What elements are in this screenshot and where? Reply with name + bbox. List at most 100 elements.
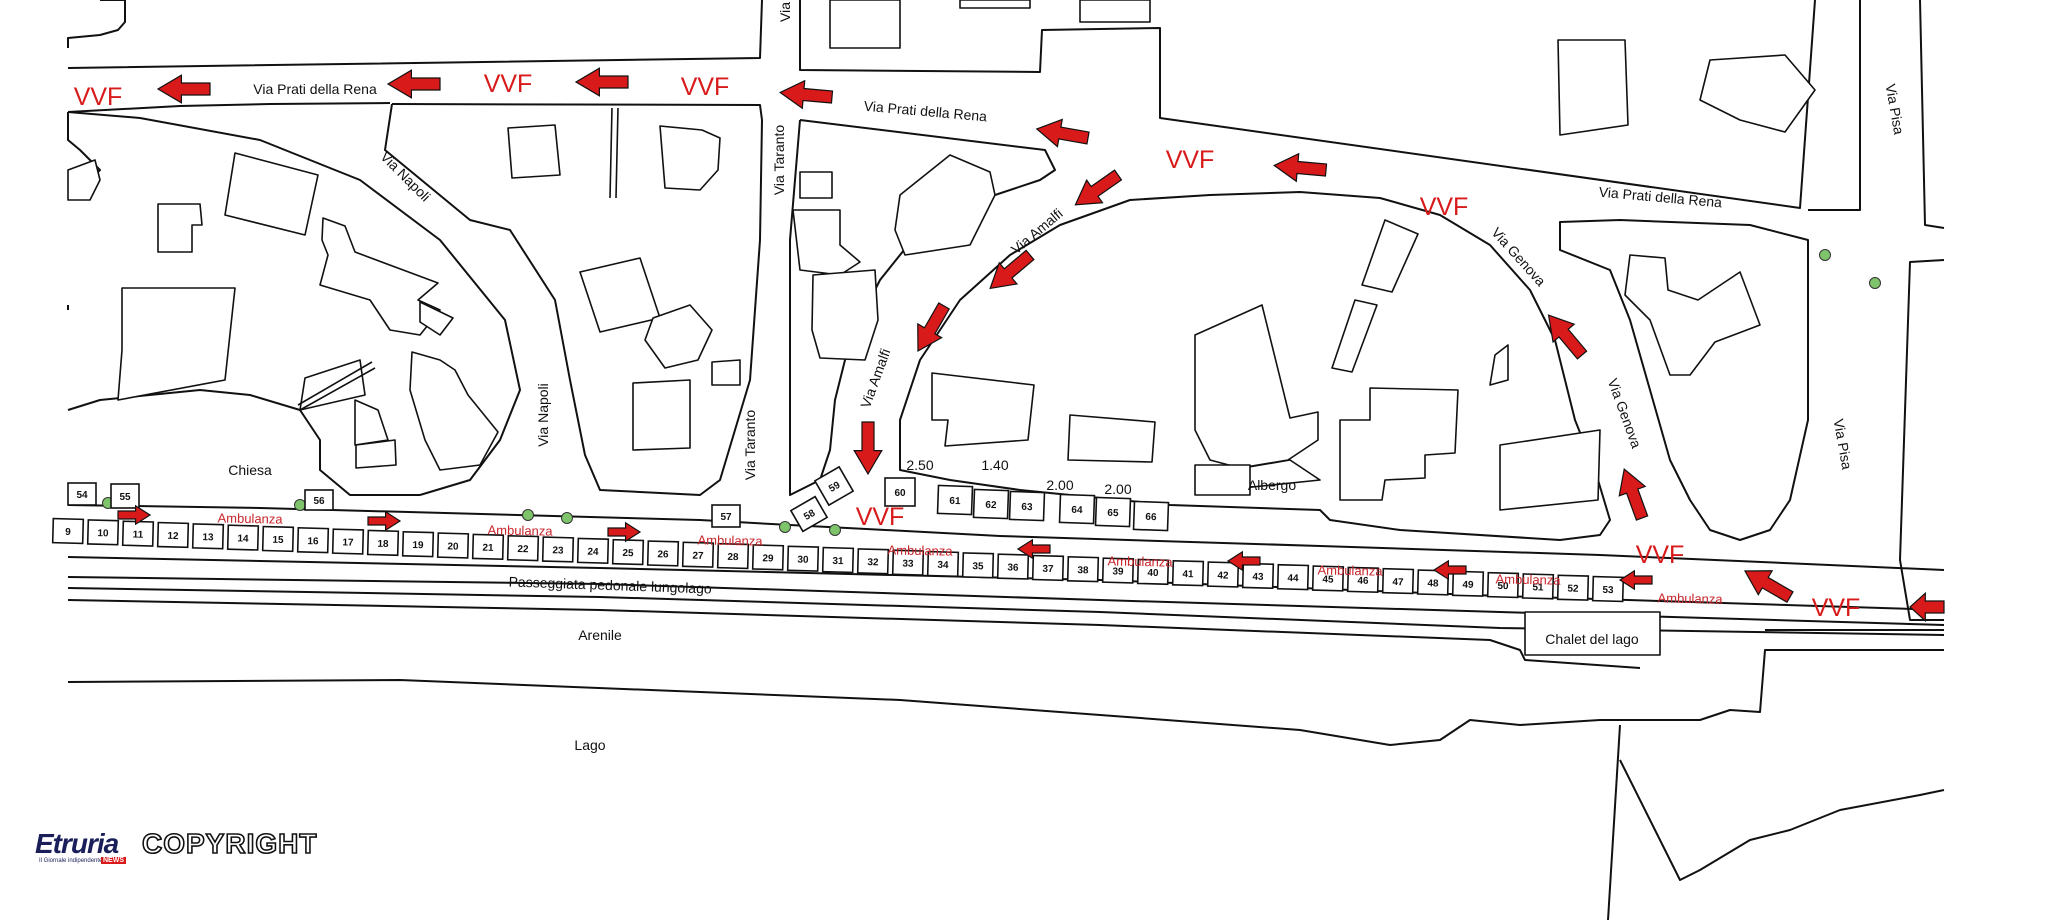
tree-icon	[294, 499, 306, 511]
stall-number: 19	[412, 540, 424, 551]
stall-64: 64	[1058, 493, 1096, 525]
arrow-amb-5	[1226, 550, 1261, 572]
arrow-amb-3	[607, 521, 642, 543]
ambulanza-label-3: Ambulanza	[697, 532, 763, 548]
stall-number: 49	[1462, 580, 1474, 591]
stall-number: 52	[1567, 584, 1579, 595]
vvf-label-2: VVF	[484, 70, 533, 98]
tree-icon	[522, 509, 534, 521]
arrow-vvf-10	[1273, 152, 1328, 183]
stall-number: 62	[985, 500, 997, 511]
street-label-napoli-1: Via Napoli	[377, 148, 433, 204]
stall-44: 44	[1276, 563, 1310, 591]
ambulanza-label-6: Ambulanza	[1317, 562, 1383, 578]
stall-number: 36	[1007, 562, 1019, 573]
stall-54: 54	[67, 482, 97, 506]
tree-icon	[829, 524, 841, 536]
arrow-amb-7	[1618, 569, 1653, 591]
arrow-vvf-13	[1743, 570, 1794, 604]
stall-number: 55	[119, 492, 131, 503]
stall-18: 18	[366, 529, 400, 557]
stall-32: 32	[856, 548, 890, 575]
stall-56: 56	[304, 489, 334, 511]
wall-lines	[297, 107, 619, 411]
street-label-genova-1: Via Genova	[1488, 224, 1549, 289]
stall-26: 26	[646, 540, 680, 567]
place-passeggiata: Passeggiata pedonale lungolago	[508, 573, 712, 596]
stall-number: 54	[76, 490, 88, 501]
stall-number: 66	[1145, 512, 1157, 523]
stall-number: 12	[167, 531, 179, 542]
stall-number: 20	[447, 541, 459, 552]
stall-number: 32	[867, 557, 879, 568]
stall-34: 34	[926, 550, 960, 578]
logo: Etruria Il Giornale indipendente NEWS CO…	[35, 827, 355, 868]
street-label-prati-1: Via Prati della Rena	[253, 81, 377, 97]
stall-number: 46	[1357, 576, 1369, 587]
stall-37: 37	[1031, 554, 1065, 582]
tree-icon	[561, 512, 573, 524]
stall-15: 15	[261, 525, 295, 553]
arrow-amb-1	[117, 504, 152, 526]
stall-number: 56	[313, 496, 325, 507]
stall-45: 45	[1311, 565, 1345, 592]
street-label-napoli-2: Via Napoli	[535, 383, 551, 447]
ambulanza-label-4: Ambulanza	[887, 542, 953, 558]
stall-number: 16	[307, 536, 319, 547]
logo-name: Etruria	[35, 828, 119, 859]
ambulanza-label-8: Ambulanza	[1657, 590, 1723, 606]
stall-47: 47	[1381, 567, 1415, 595]
stall-number: 64	[1071, 505, 1083, 516]
stall-number: 10	[97, 528, 109, 539]
stall-63: 63	[1008, 490, 1046, 522]
stall-number: 42	[1217, 570, 1229, 581]
stall-12: 12	[156, 521, 190, 549]
place-chalet: Chalet del lago	[1545, 631, 1639, 647]
place-arenile: Arenile	[578, 627, 622, 643]
stall-50: 50	[1486, 571, 1520, 599]
stall-41: 41	[1171, 559, 1205, 587]
stall-number: 25	[622, 548, 634, 559]
stall-number: 27	[692, 551, 704, 562]
arrow-vvf-1	[156, 74, 211, 104]
stall-16: 16	[296, 527, 330, 554]
street-label-pisa-2: Via Pisa	[1831, 418, 1856, 471]
stall-number: 34	[937, 560, 949, 571]
stall-number: 39	[1112, 566, 1124, 577]
stall-number: 60	[894, 488, 906, 499]
measure-label-1: 2.50	[906, 457, 933, 473]
stall-number: 28	[727, 552, 739, 563]
traffic-arrows	[117, 67, 1945, 623]
stall-42: 42	[1206, 561, 1240, 588]
stall-number: 45	[1322, 574, 1334, 585]
arrow-vvf-3	[574, 67, 629, 97]
stall-43: 43	[1241, 562, 1275, 590]
arrow-vvf-14	[1909, 591, 1945, 623]
stall-49: 49	[1451, 570, 1485, 597]
stall-65: 65	[1094, 496, 1132, 528]
stall-13: 13	[191, 523, 225, 550]
stall-58: 58	[789, 495, 829, 533]
stall-number: 41	[1182, 569, 1194, 580]
stall-59: 59	[813, 465, 855, 507]
stall-number: 48	[1427, 578, 1439, 589]
stall-33: 33	[891, 549, 925, 576]
stall-36: 36	[996, 553, 1030, 580]
vvf-label-8: VVF	[1812, 594, 1861, 622]
tree-icon	[779, 521, 791, 533]
arrow-vvf-5	[1035, 118, 1090, 148]
stall-17: 17	[331, 528, 365, 555]
stall-number: 31	[832, 556, 844, 567]
arrow-vvf-9	[853, 421, 883, 476]
stall-number: 14	[237, 533, 249, 544]
place-chiesa: Chiesa	[228, 462, 272, 478]
arrow-vvf-8	[917, 302, 951, 353]
stall-55: 55	[110, 483, 140, 509]
buildings	[67, 0, 1816, 656]
ambulanza-label-7: Ambulanza	[1495, 571, 1561, 587]
stall-number: 58	[802, 508, 818, 523]
stall-number: 18	[377, 539, 389, 550]
stall-22: 22	[506, 534, 540, 562]
stall-29: 29	[751, 544, 785, 571]
